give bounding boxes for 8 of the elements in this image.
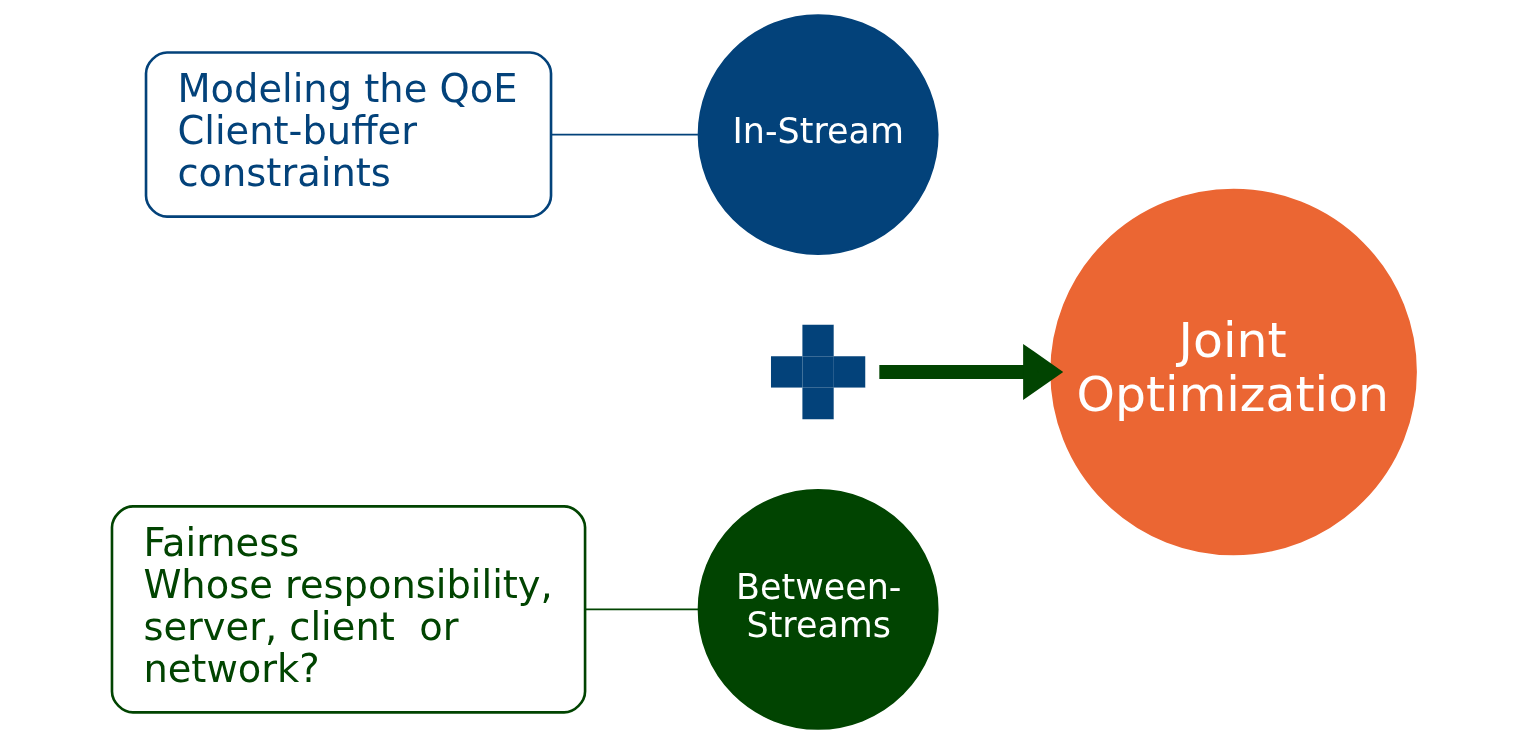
node-box: Modeling the QoE Client-buffer constraints (144, 51, 553, 218)
connector (550, 133, 699, 136)
node-box: Fairness Whose responsibility, server, client or network? (110, 505, 587, 714)
connector (584, 608, 699, 611)
arrow (879, 343, 1064, 401)
node-circle: Between-Streams (697, 488, 939, 730)
node-circle: Joint Optimization (1050, 188, 1417, 556)
node-circle: In-Stream (697, 14, 939, 256)
